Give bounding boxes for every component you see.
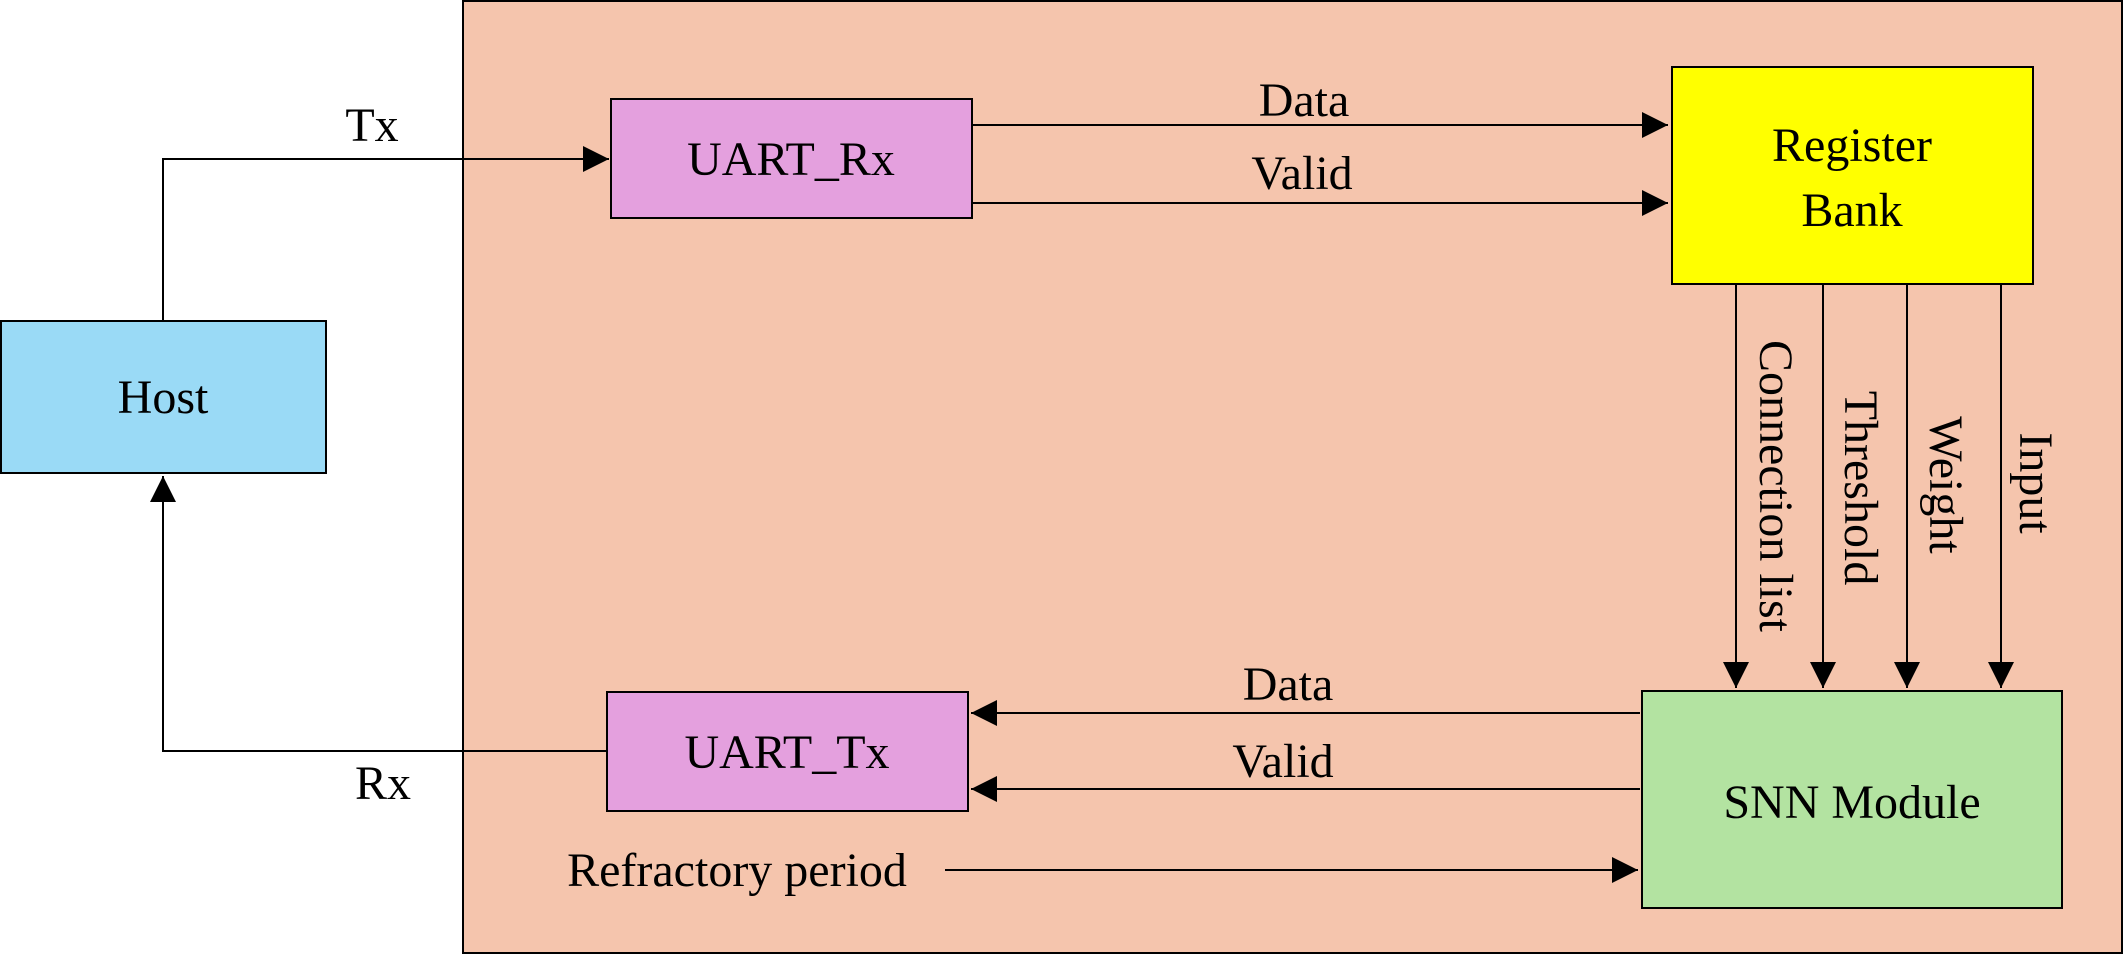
- register-bank-label-line2: Bank: [1801, 184, 1902, 237]
- tx-connector: [162, 146, 609, 321]
- uart-tx-label: UART_Tx: [684, 726, 889, 779]
- weight-label: Weight: [1919, 416, 1972, 554]
- connection-list-label: Connection list: [1749, 340, 1802, 633]
- snn-module-label: SNN Module: [1723, 776, 1980, 829]
- input-label: Input: [2009, 432, 2062, 534]
- register-bank-block: [1671, 66, 2034, 285]
- rx-data-label: Data: [1259, 74, 1350, 127]
- snn-module-block: [1641, 690, 2063, 909]
- rx-connector: [150, 476, 607, 752]
- tx-valid-label: Valid: [1232, 735, 1333, 788]
- host-block: [0, 320, 327, 474]
- uart-rx-label: UART_Rx: [687, 133, 895, 186]
- uart-tx-block: [606, 691, 969, 812]
- tx-label: Tx: [345, 99, 398, 152]
- uart-rx-block: [610, 98, 973, 219]
- register-bank-label-line1: Register: [1772, 119, 1932, 172]
- host-label: Host: [118, 371, 209, 424]
- tx-data-label: Data: [1243, 658, 1334, 711]
- rx-label: Rx: [355, 757, 411, 810]
- rx-valid-label: Valid: [1251, 147, 1352, 200]
- threshold-label: Threshold: [1834, 391, 1887, 586]
- refractory-period-label: Refractory period: [567, 844, 907, 897]
